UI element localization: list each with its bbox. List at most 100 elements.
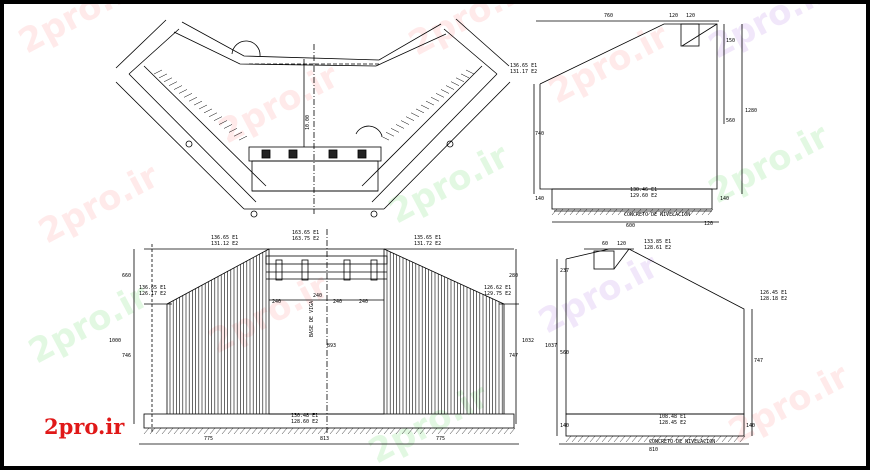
hatch-line	[227, 427, 234, 435]
hatch-line	[168, 81, 178, 86]
hatch-line	[405, 116, 415, 121]
dimension: 813	[320, 436, 330, 442]
hatch-line	[158, 73, 168, 79]
level-label: 128.18 E2	[760, 296, 788, 302]
hatch-line	[569, 208, 576, 216]
dimension: 660	[122, 273, 132, 279]
hatch-line	[233, 427, 240, 435]
dimension: 560	[560, 350, 570, 356]
hatch-line	[163, 77, 173, 83]
hatch-line	[245, 427, 252, 435]
hatch-line	[197, 427, 204, 435]
hatch-line	[269, 427, 276, 435]
hatch-line	[625, 435, 632, 443]
hatch-line	[371, 427, 378, 435]
hatch-line	[673, 435, 680, 443]
hatch-line	[257, 427, 264, 435]
hatch-line	[380, 135, 390, 141]
hatch-line	[593, 208, 600, 216]
hatch-line	[263, 427, 270, 435]
hatch-line	[223, 124, 233, 129]
hatch-line	[198, 104, 208, 110]
plan-wing-hatch	[153, 69, 475, 141]
hatch-line	[583, 435, 590, 443]
hatch-line	[425, 100, 435, 106]
hatch-line	[329, 427, 336, 435]
hatch-line	[203, 108, 213, 114]
hatch-line	[233, 131, 243, 137]
hatch-line	[455, 427, 462, 435]
dimension: 140	[535, 196, 545, 202]
hatch-line	[188, 96, 198, 102]
plan-view	[115, 18, 511, 218]
level-label: 136.65 E1	[510, 63, 538, 69]
dimension: 600	[626, 223, 636, 229]
hatch-line	[390, 128, 400, 133]
hatch-line	[587, 208, 594, 216]
hatch-line	[605, 208, 612, 216]
level-label: 108.48 E1	[659, 414, 687, 420]
hatch-line	[697, 435, 704, 443]
hatch-line	[221, 427, 228, 435]
hatch-line	[425, 427, 432, 435]
hatch-line	[449, 427, 456, 435]
hatch-line	[691, 435, 698, 443]
hatch-line	[503, 427, 510, 435]
section-bottom	[556, 248, 753, 445]
hatch-line	[613, 435, 620, 443]
dimension: 140	[720, 196, 730, 202]
dimension: 1280	[745, 108, 758, 114]
dimension: 810	[649, 447, 659, 453]
cad-drawing	[115, 18, 753, 445]
hatch-line	[238, 135, 248, 141]
dimension: 120	[669, 13, 679, 19]
hatch-line	[389, 427, 396, 435]
hatch-line	[275, 427, 282, 435]
hatch-line	[629, 208, 636, 216]
hatch-line	[623, 208, 630, 216]
hatch-line	[215, 427, 222, 435]
dimension: 775	[436, 436, 446, 442]
hatch-line	[153, 69, 163, 75]
hatch-line	[599, 208, 606, 216]
hatch-line	[689, 208, 696, 216]
hatch-line	[450, 81, 460, 86]
hatch-line	[445, 85, 455, 90]
dimension: 893	[327, 343, 337, 349]
hatch-line	[407, 427, 414, 435]
hatch-line	[365, 427, 372, 435]
hatch-line	[701, 208, 708, 216]
hatch-line	[419, 427, 426, 435]
hatch-line	[323, 427, 330, 435]
hatch-line	[209, 427, 216, 435]
level-label: 126.45 E1	[760, 290, 788, 296]
hatch-line	[410, 112, 420, 118]
dimension: 747	[509, 353, 519, 359]
hatch-line	[383, 427, 390, 435]
hatch-line	[649, 435, 656, 443]
dimension: 240	[313, 293, 323, 299]
hatch-line	[415, 108, 425, 114]
hatch-line	[400, 120, 410, 125]
hatch-line	[619, 435, 626, 443]
hatch-line	[659, 208, 666, 216]
hatch-line	[465, 69, 475, 75]
hatch-line	[607, 435, 614, 443]
hatch-line	[461, 427, 468, 435]
hatch-line	[595, 435, 602, 443]
level-label: 163.65 E1	[292, 230, 320, 236]
level-label: 126.17 E2	[139, 291, 167, 297]
hatch-line	[353, 427, 360, 435]
hatch-line	[401, 427, 408, 435]
dimension: 60	[602, 241, 609, 247]
hatch-line	[143, 427, 150, 435]
hatch-line	[739, 435, 746, 443]
dimension: 740	[535, 131, 545, 137]
hatch-line	[213, 116, 223, 121]
hatch-line	[299, 427, 306, 435]
level-label: 128.45 E2	[659, 420, 687, 426]
dimension: 140	[560, 423, 570, 429]
level-label: 131.12 E2	[211, 241, 239, 247]
hatch-line	[655, 435, 662, 443]
hatch-line	[733, 435, 740, 443]
